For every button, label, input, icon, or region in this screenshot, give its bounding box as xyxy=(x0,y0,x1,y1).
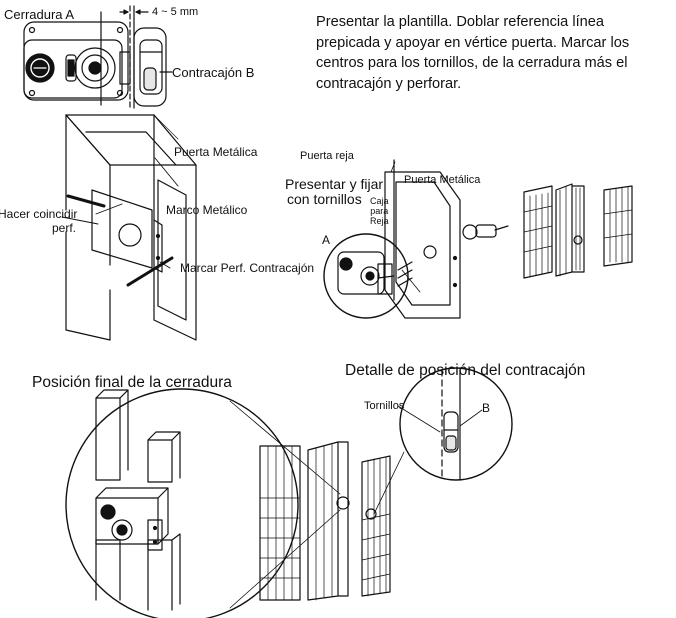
label-contracajon-b: Contracajón B xyxy=(172,65,255,80)
final-position-figure xyxy=(65,388,341,618)
label-perf: perf. xyxy=(52,221,77,235)
lock-cylinder xyxy=(74,47,116,89)
label-posicion-final: Posición final de la cerradura xyxy=(32,374,232,391)
label-presentar-2: con tornillos xyxy=(287,191,362,207)
label-reja: Reja xyxy=(370,216,389,226)
template-sheet xyxy=(91,189,153,269)
gate-drawings-bottom xyxy=(259,367,513,601)
label-presentar-1: Presentar y fijar xyxy=(285,176,384,192)
label-hacer-coincidir: Hacer coincidir xyxy=(0,207,78,221)
magnifier-circle-1 xyxy=(323,233,409,319)
label-tornillos: Tornillos xyxy=(364,400,405,412)
label-a: A xyxy=(322,233,331,247)
label-puerta-reja: Puerta reja xyxy=(300,150,354,162)
instructions-text: Presentar la plantilla. Doblar referenci… xyxy=(316,14,630,92)
label-marcar-perf: Marcar Perf. Contracajón xyxy=(180,261,315,275)
lock-template-figure xyxy=(23,5,173,109)
label-b: B xyxy=(482,401,491,415)
label-puerta-metalica-2: Puerta Metálica xyxy=(404,174,481,186)
label-marco-metalico: Marco Metálico xyxy=(166,203,248,217)
label-para: para xyxy=(370,206,389,216)
gate-box-figure xyxy=(323,159,509,319)
gate-drawings-top xyxy=(523,183,633,279)
label-puerta-metalica: Puerta Metálica xyxy=(174,145,258,159)
label-cerradura-a: Cerradura A xyxy=(4,7,75,22)
magnifier-circle-2 xyxy=(65,388,299,618)
door-mounting-figure xyxy=(61,114,197,341)
label-gap: 4 ~ 5 mm xyxy=(152,6,199,18)
strike-plate-outline xyxy=(133,27,167,107)
label-caja: Caja xyxy=(370,196,389,206)
label-detalle: Detalle de posición del contracajón xyxy=(345,362,586,379)
magnifier-circle-3 xyxy=(399,367,513,481)
